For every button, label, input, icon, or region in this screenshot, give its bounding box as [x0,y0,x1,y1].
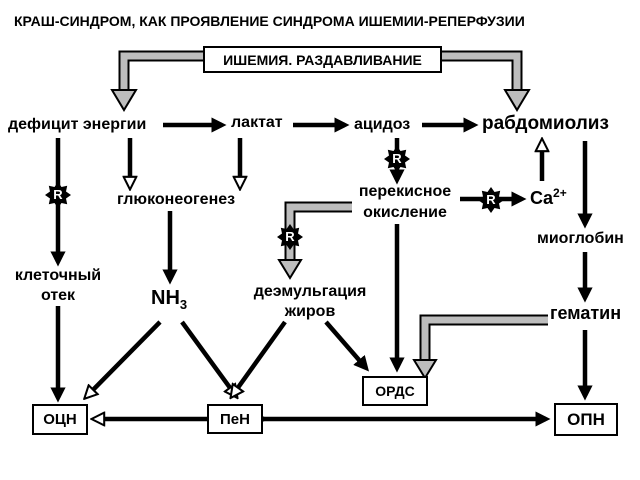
node-lactate: лактат [231,114,283,131]
node-ammonia-symbol: NH [151,287,180,309]
reperfusion-badge-demulsification: R [277,224,303,250]
node-peroxidation-line2: окисление [363,204,447,221]
node-myoglobin: миоглобин [537,230,624,247]
node-ammonia: NH3 [151,287,187,312]
reperfusion-badge-edema: R [45,182,71,208]
node-demulsification-line2: жиров [284,303,336,320]
node-ards: ОРДС [362,376,428,406]
grey-arrow-hematin-to-ards [412,314,548,380]
node-ammonia-subscript: 3 [179,297,188,312]
reperfusion-badge-acidosis: R [384,146,410,172]
node-demulsification-line1: деэмульгация [253,283,367,300]
reperfusion-badge-calcium-label: R [486,192,496,207]
node-cell-edema-line1: клеточный [14,267,102,284]
node-calcium-charge: 2+ [553,186,567,200]
arrow-demulsification-to-ards [324,320,370,372]
reperfusion-badge-calcium: R [478,187,504,213]
node-energy-deficit: дефицит энергии [8,116,147,133]
grey-arrow-to-rhabdomyolysis [441,50,531,112]
node-ischemia: ИШЕМИЯ. РАЗДАВЛИВАНИЕ [203,46,442,73]
node-rhabdomyolysis: рабдомиолиз [482,113,609,134]
arrow-ammonia-to-pen [180,320,236,396]
node-acidosis: ацидоз [354,116,411,133]
node-cell-edema: клеточный отек [8,266,108,306]
reperfusion-badge-acidosis-label: R [392,151,402,166]
node-opn: ОПН [554,403,618,436]
node-hematin: гематин [550,303,622,323]
diagram-title: КРАШ-СИНДРОМ, КАК ПРОЯВЛЕНИЕ СИНДРОМА ИШ… [14,13,525,29]
grey-arrow-to-energy-deficit [110,50,205,112]
node-calcium: Ca2+ [530,186,567,209]
node-peroxidation: перекисное окисление [350,181,460,223]
node-peroxidation-line1: перекисное [358,183,452,200]
arrow-ammonia-to-ocn [86,320,162,397]
node-calcium-symbol: Ca [530,188,554,208]
node-gluconeogenesis: глюконеогенез [117,191,236,208]
node-ocn: ОЦН [32,404,88,435]
reperfusion-badge-demulsification-label: R [285,229,295,244]
node-demulsification: деэмульгация жиров [240,282,380,322]
node-pen: ПеН [207,404,263,434]
arrow-demulsification-to-pen [232,320,287,396]
node-cell-edema-line2: отек [40,287,76,304]
reperfusion-badge-edema-label: R [53,187,63,202]
